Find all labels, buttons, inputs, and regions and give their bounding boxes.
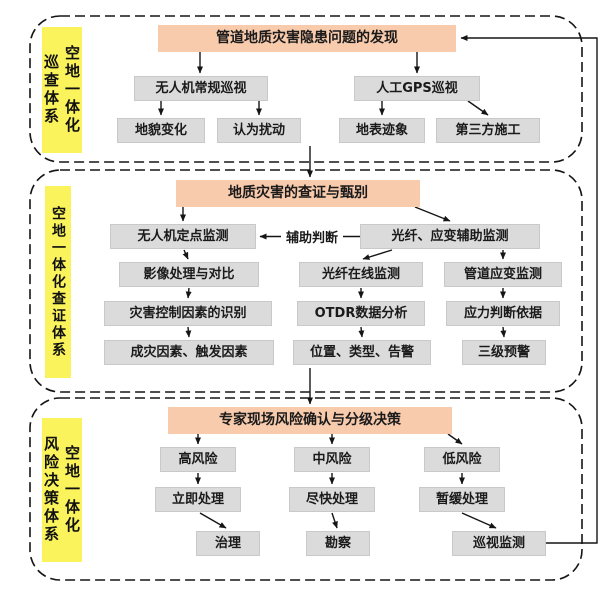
immediate-handling-box: 立即处理 — [155, 487, 241, 512]
decision-system-label: 空地一体化 风险决策体系 — [42, 418, 82, 562]
high-risk-box: 高风险 — [160, 447, 236, 472]
uav-routine-patrol-box: 无人机常规巡视 — [134, 76, 268, 101]
image-processing-box: 影像处理与对比 — [119, 262, 259, 287]
control-factor-id-box: 灾害控制因素的识别 — [104, 301, 272, 326]
arrow — [500, 326, 507, 338]
arrow — [467, 100, 489, 116]
landform-change-box: 地貌变化 — [117, 118, 205, 143]
discovery-title-box: 管道地质灾害隐患问题的发现 — [158, 25, 456, 52]
arrow — [185, 326, 192, 338]
verification-system-label: 空地一体化查证体系 — [45, 186, 71, 378]
arrow — [182, 249, 189, 260]
inspection-label-col1: 空地一体化 — [63, 45, 81, 135]
verification-label-col: 空地一体化查证体系 — [50, 205, 66, 359]
arrow — [358, 326, 365, 338]
low-risk-box: 低风险 — [424, 447, 500, 472]
position-type-alarm-box: 位置、类型、告警 — [293, 340, 431, 365]
arrow — [461, 512, 497, 529]
disaster-factors-box: 成灾因素、触发因素 — [104, 340, 274, 365]
aux-judgment-label: 辅助判断 — [281, 228, 343, 246]
otdr-analysis-box: OTDR数据分析 — [297, 301, 425, 326]
three-level-warning-box: 三级预警 — [462, 340, 546, 365]
third-party-construction-box: 第三方施工 — [436, 118, 540, 143]
expert-decision-title-box: 专家现场风险确认与分级决策 — [168, 407, 452, 434]
treatment-box: 治理 — [196, 531, 260, 556]
fiber-online-monitor-box: 光纤在线监测 — [299, 262, 423, 287]
human-disturbance-box: 认为扰动 — [217, 118, 301, 143]
arrow — [185, 287, 192, 299]
medium-risk-box: 中风险 — [294, 447, 370, 472]
verification-title-box: 地质灾害的查证与甄别 — [176, 180, 420, 207]
prompt-handling-box: 尽快处理 — [289, 487, 375, 512]
deferred-handling-box: 暂缓处理 — [419, 487, 505, 512]
uav-fixed-point-box: 无人机定点监测 — [110, 224, 256, 249]
arrow — [199, 512, 227, 529]
patrol-monitoring-box: 巡视监测 — [452, 531, 546, 556]
inspection-label-col2: 巡查体系 — [42, 54, 60, 126]
pipeline-strain-monitor-box: 管道应变监测 — [444, 262, 562, 287]
arrow — [362, 249, 393, 260]
arrow — [331, 512, 338, 529]
surface-signs-box: 地表迹象 — [339, 118, 425, 143]
stress-judgment-box: 应力判断依据 — [446, 301, 560, 326]
arrow — [447, 433, 463, 445]
manual-gps-patrol-box: 人工GPS巡视 — [354, 76, 480, 101]
survey-box: 勘察 — [306, 531, 370, 556]
inspection-system-label: 空地一体化 巡查体系 — [42, 27, 82, 153]
arrow — [414, 206, 451, 222]
fiber-strain-aux-box: 光纤、应变辅助监测 — [360, 224, 540, 249]
decision-label-col1: 空地一体化 — [63, 445, 81, 535]
decision-label-col2: 风险决策体系 — [42, 436, 60, 544]
